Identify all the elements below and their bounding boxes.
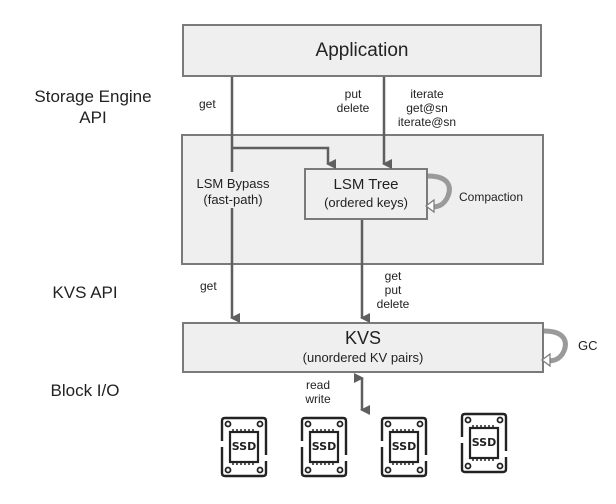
kvs-title: KVS	[344, 328, 382, 348]
ssd-icon: SSD	[299, 415, 349, 479]
gc-loop-icon	[541, 328, 568, 368]
ssd-label: SSD	[231, 440, 257, 453]
label-io-ops: read write	[298, 378, 338, 406]
label-line: delete	[336, 101, 370, 115]
ssd-label: SSD	[391, 440, 417, 453]
lsm-tree-box: LSM Tree (ordered keys)	[304, 168, 428, 220]
layer-label-kvs-api: KVS API	[52, 283, 118, 302]
label-line: put	[384, 283, 402, 297]
label-line: get	[384, 269, 402, 283]
label-line: read	[305, 378, 331, 392]
lsm-tree-title: LSM Tree	[333, 176, 399, 193]
ssd-label: SSD	[311, 440, 337, 453]
ssd-icon: SSD	[219, 415, 269, 479]
label-line: write	[305, 392, 331, 406]
label-bypass-get: get	[200, 279, 217, 293]
label-app-get: get	[199, 97, 216, 111]
label-line: LSM Bypass	[193, 176, 273, 192]
layer-label-storage-engine-api: Storage Engine API	[8, 86, 178, 128]
layer-label-block-io: Block I/O	[50, 381, 120, 400]
application-box: Application	[182, 24, 542, 77]
label-line: delete	[376, 297, 410, 311]
compaction-loop-icon	[425, 173, 452, 214]
layer-label-line: API	[79, 108, 107, 127]
layer-label-line: Storage Engine	[34, 87, 152, 106]
label-line: put	[344, 87, 362, 101]
label-line: get@sn	[406, 101, 448, 115]
ssd-icon: SSD	[379, 415, 429, 479]
lsm-tree-subtitle: (ordered keys)	[324, 195, 408, 210]
gc-label: GC	[578, 338, 598, 353]
ssd-label: SSD	[471, 436, 497, 449]
compaction-label: Compaction	[459, 190, 524, 204]
lsm-bypass-label: LSM Bypass (fast-path)	[193, 176, 273, 208]
label-line: iterate	[410, 87, 444, 101]
label-app-put-delete: put delete	[333, 87, 373, 115]
label-line: iterate@sn	[397, 115, 457, 129]
application-title: Application	[315, 40, 409, 61]
arrow-branch-to-lsm	[232, 146, 336, 169]
label-app-iterate: iterate get@sn iterate@sn	[392, 87, 462, 129]
kvs-box: KVS (unordered KV pairs)	[182, 322, 544, 373]
label-tree-ops: get put delete	[373, 269, 413, 311]
label-line: (fast-path)	[193, 192, 273, 208]
kvs-subtitle: (unordered KV pairs)	[302, 350, 424, 365]
ssd-icon: SSD	[459, 411, 509, 475]
